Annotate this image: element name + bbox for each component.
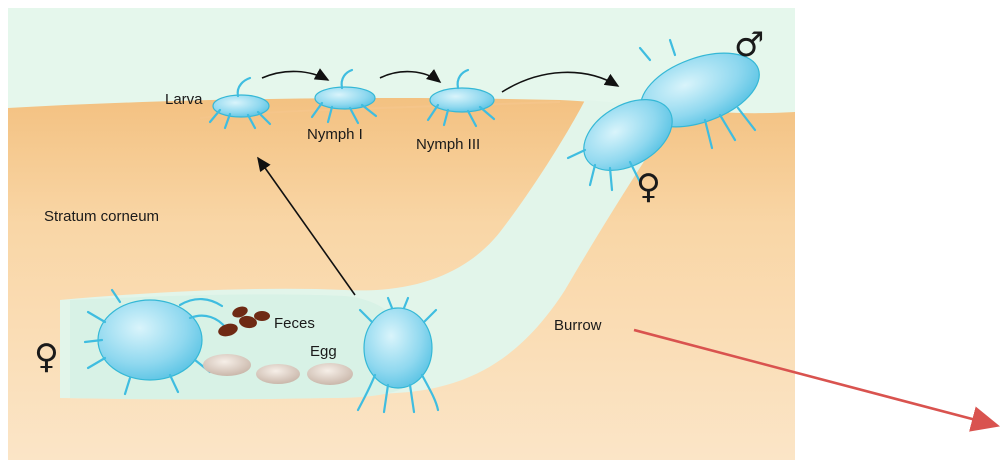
female-symbol-top: ♀ xyxy=(636,167,661,207)
label-nymph1: Nymph I xyxy=(307,126,363,143)
skin-layer xyxy=(8,98,795,460)
label-larva: Larva xyxy=(165,91,203,108)
label-nymph3: Nymph III xyxy=(416,136,480,153)
male-symbol: ♂ xyxy=(734,25,764,65)
female-symbol-left: ♀ xyxy=(34,337,59,377)
label-egg: Egg xyxy=(310,343,337,360)
label-burrow: Burrow xyxy=(554,317,602,334)
label-feces: Feces xyxy=(274,315,315,332)
label-stratum-corneum: Stratum corneum xyxy=(44,208,159,225)
